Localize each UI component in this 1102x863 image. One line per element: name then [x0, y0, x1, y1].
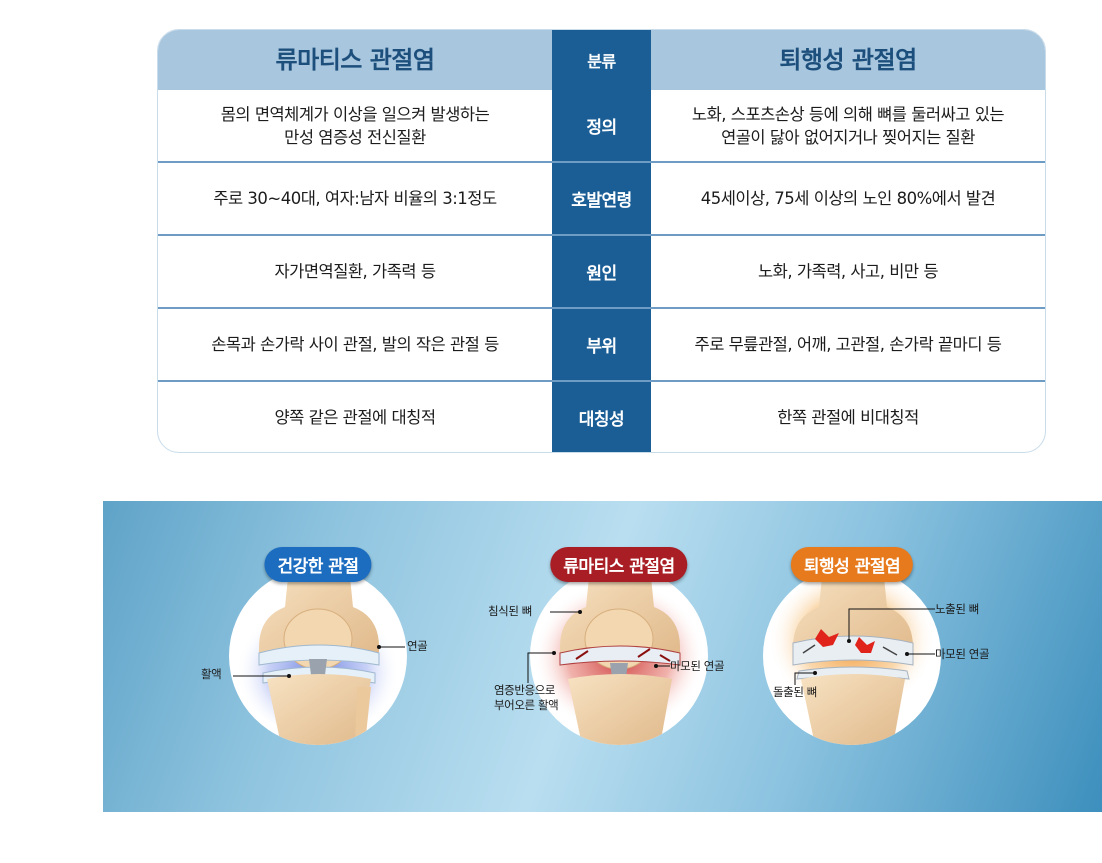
rheumatoid-site: 손목과 손가락 사이 관절, 발의 작은 관절 등 [211, 335, 499, 354]
leader-line [847, 608, 935, 643]
rheumatoid-joint-figure: 류마티스 관절염 [488, 547, 725, 802]
degenerative-site: 주로 무릎관절, 어깨, 고관절, 손가락 끝마디 등 [694, 335, 1002, 354]
table-row-symmetry: 양쪽 같은 관절에 대칭적 대칭성 한쪽 관절에 비대칭적 [158, 382, 1045, 452]
degenerative-onset-age: 45세이상, 75세 이상의 노인 80%에서 발견 [700, 189, 996, 208]
label-line: 부어오른 활액 [494, 698, 559, 712]
category-symmetry: 대칭성 [552, 382, 651, 452]
leader-line [233, 674, 291, 678]
header-category: 분류 [552, 30, 651, 90]
category-site: 부위 [552, 309, 651, 380]
text-line: 만성 염증성 전신질환 [284, 127, 426, 147]
label-cartilage: 연골 [407, 639, 428, 653]
table-row-cause: 자가면역질환, 가족력 등 원인 노화, 가족력, 사고, 비만 등 [158, 236, 1045, 307]
degenerative-cause: 노화, 가족력, 사고, 비만 등 [757, 262, 939, 281]
rheumatoid-joint-title: 류마티스 관절염 [550, 547, 688, 582]
joint-illustration-panel: 건강한 관절 [103, 501, 1102, 812]
label-worn-cartilage: 마모된 연골 [935, 647, 990, 661]
category-definition: 정의 [552, 90, 651, 161]
rheumatoid-symmetry: 양쪽 같은 관절에 대칭적 [274, 407, 436, 427]
leader-line [550, 610, 582, 614]
text-line: 연골이 닳아 없어지거나 찢어지는 질환 [721, 127, 975, 147]
label-exposed-bone: 노출된 뼈 [935, 602, 979, 616]
knee-joint-illustration [236, 567, 400, 745]
healthy-joint-figure: 건강한 관절 [201, 547, 428, 802]
healthy-joint-title: 건강한 관절 [264, 547, 372, 582]
leader-line [377, 645, 405, 649]
knee-joint-illustration [533, 567, 705, 745]
leader-line [654, 664, 670, 668]
table-header-row: 류마티스 관절염 분류 퇴행성 관절염 [158, 30, 1045, 90]
rheumatoid-cause: 자가면역질환, 가족력 등 [274, 262, 436, 281]
knee-joint-illustration [768, 567, 936, 745]
label-eroded-bone: 침식된 뼈 [488, 604, 532, 618]
comparison-table: 류마티스 관절염 분류 퇴행성 관절염 몸의 면역체계가 이상을 일으켜 발생하… [157, 29, 1046, 453]
category-onset-age: 호발연령 [552, 163, 651, 234]
label-line: 염증반응으로 [494, 683, 556, 697]
healthy-joint-circle [229, 567, 407, 745]
row-divider [158, 307, 1045, 309]
label-synovial-fluid: 활액 [201, 667, 222, 681]
label-protruding-bone: 돌출된 뼈 [773, 685, 817, 699]
table-row-site: 손목과 손가락 사이 관절, 발의 작은 관절 등 부위 주로 무릎관절, 어깨… [158, 309, 1045, 380]
row-divider [158, 161, 1045, 163]
header-rheumatoid: 류마티스 관절염 [275, 45, 435, 74]
rheumatoid-onset-age: 주로 30~40대, 여자:남자 비율의 3:1정도 [213, 189, 497, 208]
header-degenerative: 퇴행성 관절염 [779, 45, 917, 74]
leader-line [905, 652, 935, 656]
row-divider [158, 380, 1045, 382]
category-cause: 원인 [552, 236, 651, 307]
leader-line [794, 671, 817, 685]
leader-line [527, 651, 556, 683]
label-worn-cartilage: 마모된 연골 [670, 659, 725, 673]
text-line: 몸의 면역체계가 이상을 일으켜 발생하는 [220, 104, 490, 124]
degenerative-joint-figure: 퇴행성 관절염 [763, 547, 990, 802]
row-divider [158, 234, 1045, 236]
degenerative-joint-title: 퇴행성 관절염 [790, 547, 914, 582]
degenerative-joint-circle [763, 567, 941, 745]
table-row-onset-age: 주로 30~40대, 여자:남자 비율의 3:1정도 호발연령 45세이상, 7… [158, 163, 1045, 234]
rheumatoid-joint-circle [530, 567, 708, 745]
degenerative-symmetry: 한쪽 관절에 비대칭적 [777, 407, 919, 427]
text-line: 노화, 스포츠손상 등에 의해 뼈를 둘러싸고 있는 [691, 104, 1005, 124]
